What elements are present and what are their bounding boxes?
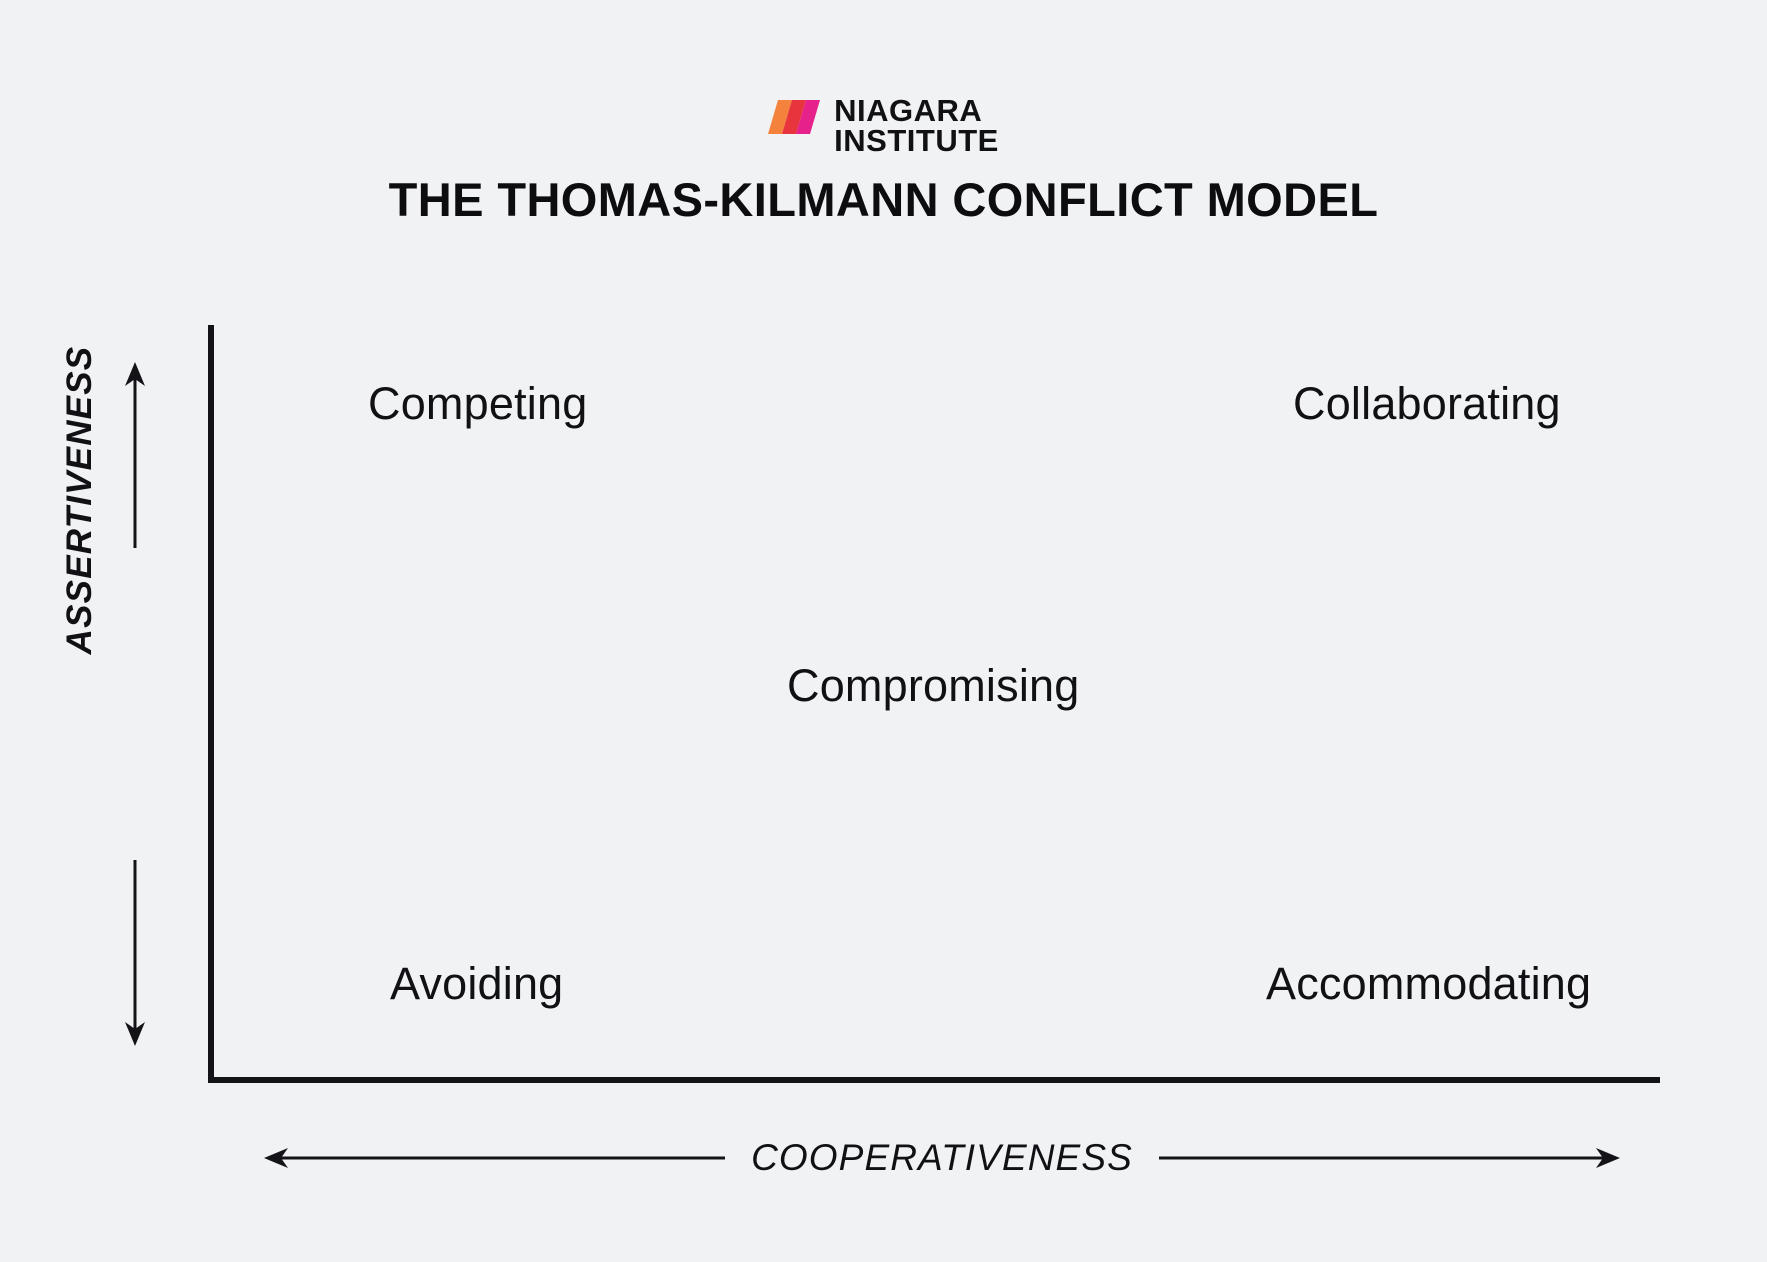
mode-label-accommodating: Accommodating [1266, 958, 1592, 1009]
mode-label-compromising: Compromising [787, 660, 1080, 711]
y-axis-label: ASSERTIVENESS [60, 345, 99, 655]
x-axis-line [208, 1077, 1660, 1083]
mode-label-competing: Competing [368, 378, 588, 429]
x-axis-label: COOPERATIVENESS [725, 1137, 1159, 1179]
brand-wordmark: NIAGARA INSTITUTE [834, 93, 999, 159]
mode-label-collaborating: Collaborating [1293, 378, 1561, 429]
assertiveness-double-arrow-icon [125, 362, 145, 1046]
mode-label-avoiding: Avoiding [390, 958, 564, 1009]
niagara-logo-mark-icon [768, 100, 821, 134]
cooperativeness-axis-group: COOPERATIVENESS [262, 1130, 1622, 1186]
brand-name-line-2: INSTITUTE [834, 123, 999, 159]
page-title: THE THOMAS-KILMANN CONFLICT MODEL [388, 173, 1379, 226]
brand-logo: NIAGARA INSTITUTE [0, 93, 1767, 159]
brand-name-line-1: NIAGARA [834, 93, 983, 128]
y-axis-line [208, 325, 214, 1083]
